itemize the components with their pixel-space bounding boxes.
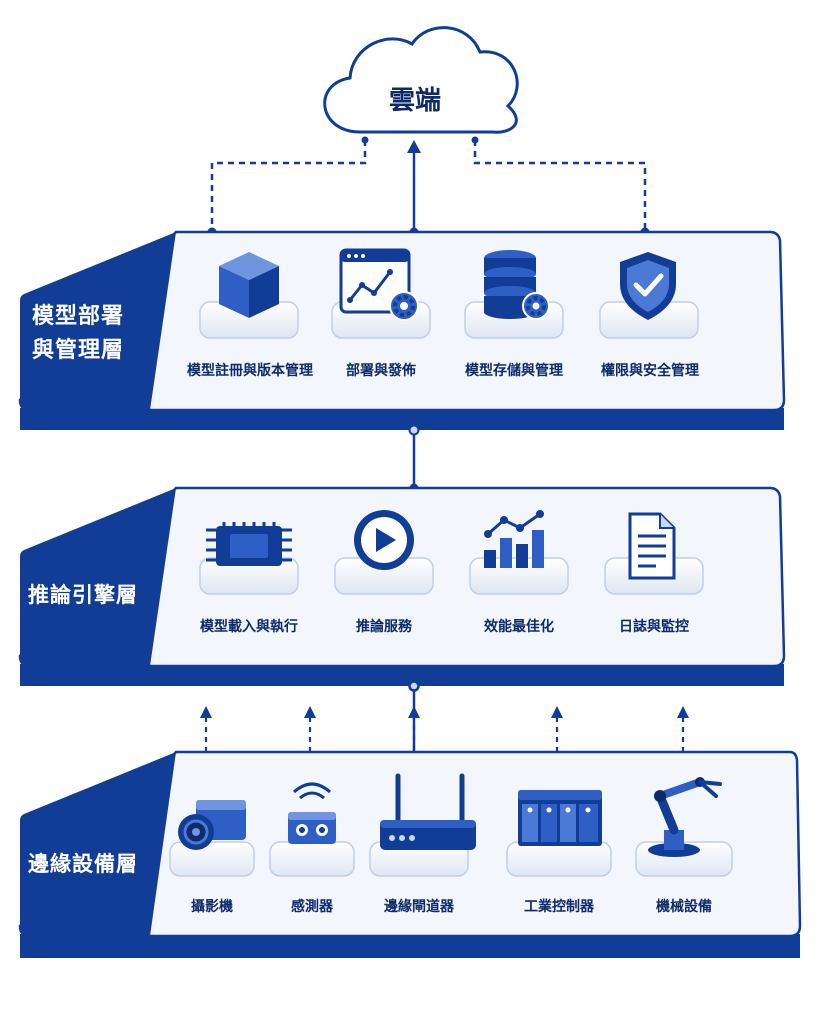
item-label-inference-service: 推論服務 bbox=[356, 619, 412, 635]
cloud-label: 雲端 bbox=[388, 86, 441, 116]
play-icon bbox=[354, 510, 414, 570]
layer-title-edge: 邊緣設備層 bbox=[28, 852, 138, 876]
plc-icon bbox=[518, 790, 602, 846]
cloud-shape bbox=[323, 26, 519, 134]
deploy-chart-gear-icon bbox=[339, 248, 419, 321]
item-label-access-security: 權限與安全管理 bbox=[601, 363, 699, 379]
item-label-model-registry: 模型註冊與版本管理 bbox=[187, 363, 313, 379]
layer-title-line: 模型部署 bbox=[32, 304, 125, 329]
document-icon bbox=[628, 512, 676, 580]
shield-check-icon bbox=[620, 252, 676, 320]
item-label-industrial-controller: 工業控制器 bbox=[524, 899, 594, 915]
database-gear-icon bbox=[484, 250, 550, 320]
item-label-sensor: 感測器 bbox=[291, 899, 333, 915]
item-label-model-loading: 模型載入與執行 bbox=[200, 619, 298, 635]
item-label-camera: 攝影機 bbox=[191, 899, 233, 915]
bar-chart-icon bbox=[484, 510, 544, 568]
camera-icon bbox=[178, 800, 246, 850]
connector-management-inference bbox=[408, 424, 420, 493]
sensor-icon bbox=[288, 782, 336, 844]
item-label-model-storage: 模型存儲與管理 bbox=[465, 363, 563, 379]
icon-plates bbox=[169, 301, 733, 877]
item-label-edge-gateway: 邊緣閘道器 bbox=[384, 899, 454, 915]
chip-icon bbox=[206, 522, 292, 566]
layer-title-inference: 推論引擎層 bbox=[28, 583, 138, 607]
router-icon bbox=[380, 773, 476, 850]
layer-title-line: 與管理層 bbox=[32, 338, 125, 363]
layer-title-management: 模型部署 與管理層 bbox=[32, 300, 124, 368]
connector-inference-edge bbox=[408, 680, 420, 752]
robot-arm-icon bbox=[648, 777, 722, 857]
cube-icon bbox=[219, 252, 279, 318]
item-label-performance: 效能最佳化 bbox=[484, 619, 554, 635]
item-label-machinery: 機械設備 bbox=[656, 899, 712, 915]
item-label-logging-monitoring: 日誌與監控 bbox=[619, 619, 689, 635]
cloud-connectors bbox=[207, 136, 650, 237]
item-label-deploy-release: 部署與發佈 bbox=[346, 363, 416, 379]
